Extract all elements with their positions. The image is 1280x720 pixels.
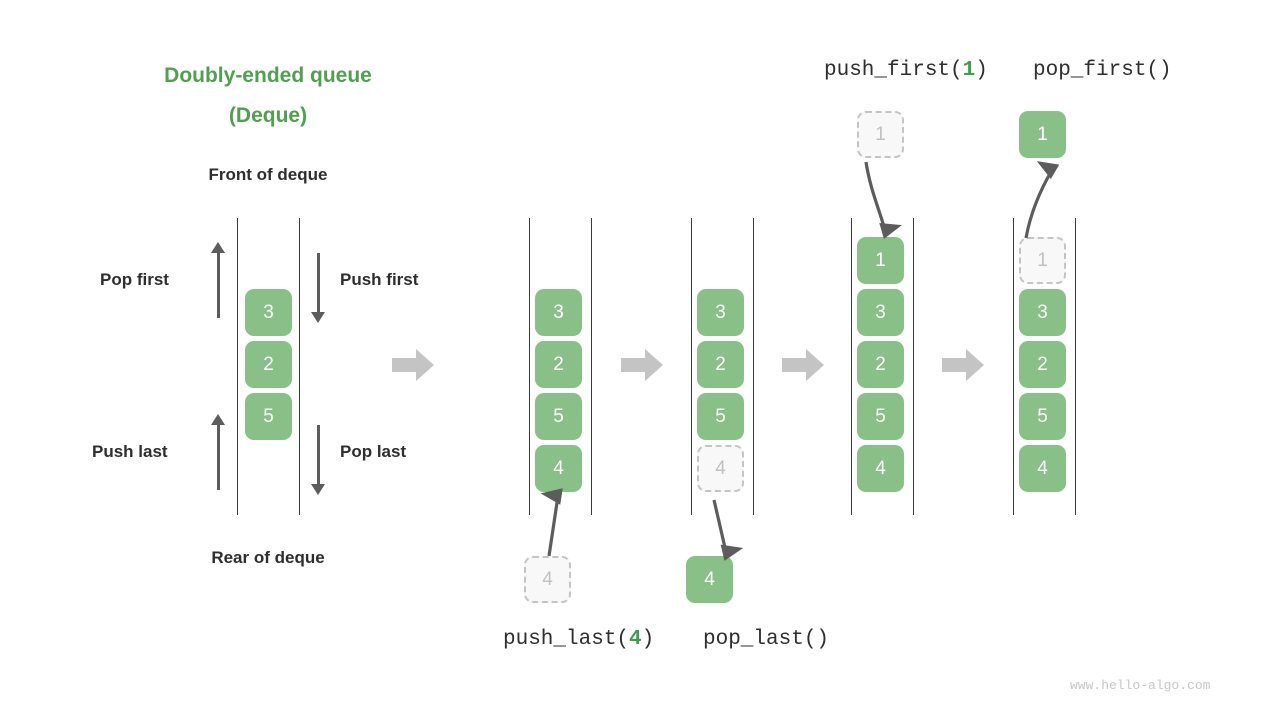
pop-first-motion-arrow-icon (1020, 158, 1080, 240)
pop-last-motion-arrow-icon (706, 498, 756, 562)
deque-rail (591, 218, 592, 515)
pop-first-caption-fn: pop_first() (1033, 59, 1172, 82)
deque-element: 5 (857, 393, 904, 440)
pop-last-caption-fn: pop_last() (703, 628, 830, 651)
deque-rail (1013, 218, 1014, 515)
push-first-caption: push_first(1) (824, 59, 988, 82)
push-last-caption-close: ) (641, 628, 655, 651)
page-title: Doubly-ended queue (Deque) (142, 56, 394, 136)
push-last-caption-arg: 4 (629, 628, 642, 651)
deque-rail (237, 218, 238, 515)
push-first-caption-arg: 1 (962, 59, 976, 82)
push-last-caption: push_last(4) (503, 628, 654, 651)
push-first-caption-close: ) (975, 59, 988, 82)
deque-element: 5 (245, 393, 292, 440)
push-last-motion-arrow-icon (540, 486, 590, 558)
deque-element: 5 (1019, 393, 1066, 440)
deque-element: 5 (535, 393, 582, 440)
front-of-deque-label: Front of deque (208, 165, 328, 184)
page-title-line1: Doubly-ended queue (164, 64, 372, 87)
deque-rail (529, 218, 530, 515)
deque-element: 5 (697, 393, 744, 440)
deque-element: 3 (245, 289, 292, 336)
deque-element: 3 (1019, 289, 1066, 336)
push-first-label: Push first (340, 270, 419, 289)
deque-element: 3 (697, 289, 744, 336)
transition-arrow-icon-1 (392, 349, 434, 381)
deque-element: 2 (857, 341, 904, 388)
rear-of-deque-label: Rear of deque (211, 548, 325, 567)
push-last-caption-fn: push_last( (503, 628, 630, 651)
deque-element: 4 (857, 445, 904, 492)
deque-rail (753, 218, 754, 515)
pop-first-caption: pop_first() (1033, 59, 1172, 82)
deque-element: 2 (535, 341, 582, 388)
deque-rail (299, 218, 300, 515)
push-first-caption-fn: push_first( (824, 59, 963, 82)
deque-element: 1 (857, 237, 904, 284)
deque-element: 2 (245, 341, 292, 388)
deque-rail (1075, 218, 1076, 515)
page-title-line2: (Deque) (228, 104, 308, 127)
deque-element: 4 (1019, 445, 1066, 492)
deque-element: 2 (697, 341, 744, 388)
pop-last-caption: pop_last() (703, 628, 829, 651)
deque-element: 2 (1019, 341, 1066, 388)
pop-last-arrow-icon (311, 425, 325, 495)
deque-rail (913, 218, 914, 515)
deque-element: 4 (697, 445, 744, 492)
pop-first-arrow-icon (211, 242, 225, 318)
deque-element: 4 (535, 445, 582, 492)
deque-external-element: 4 (686, 556, 733, 603)
transition-arrow-icon-3 (782, 349, 824, 381)
pop-last-label: Pop last (340, 442, 407, 461)
transition-arrow-icon-4 (942, 349, 984, 381)
deque-external-element: 4 (524, 556, 571, 603)
deque-element: 1 (1019, 237, 1066, 284)
push-first-arrow-icon (311, 253, 325, 323)
deque-element: 3 (535, 289, 582, 336)
push-first-motion-arrow-icon (860, 160, 920, 242)
push-last-arrow-icon (211, 414, 225, 490)
deque-rail (691, 218, 692, 515)
transition-arrow-icon-2 (621, 349, 663, 381)
push-last-label: Push last (92, 442, 168, 461)
watermark: www.hello-algo.com (1070, 678, 1211, 693)
pop-first-label: Pop first (100, 270, 169, 289)
deque-external-element: 1 (857, 111, 904, 158)
deque-external-element: 1 (1019, 111, 1066, 158)
deque-element: 3 (857, 289, 904, 336)
deque-rail (851, 218, 852, 515)
